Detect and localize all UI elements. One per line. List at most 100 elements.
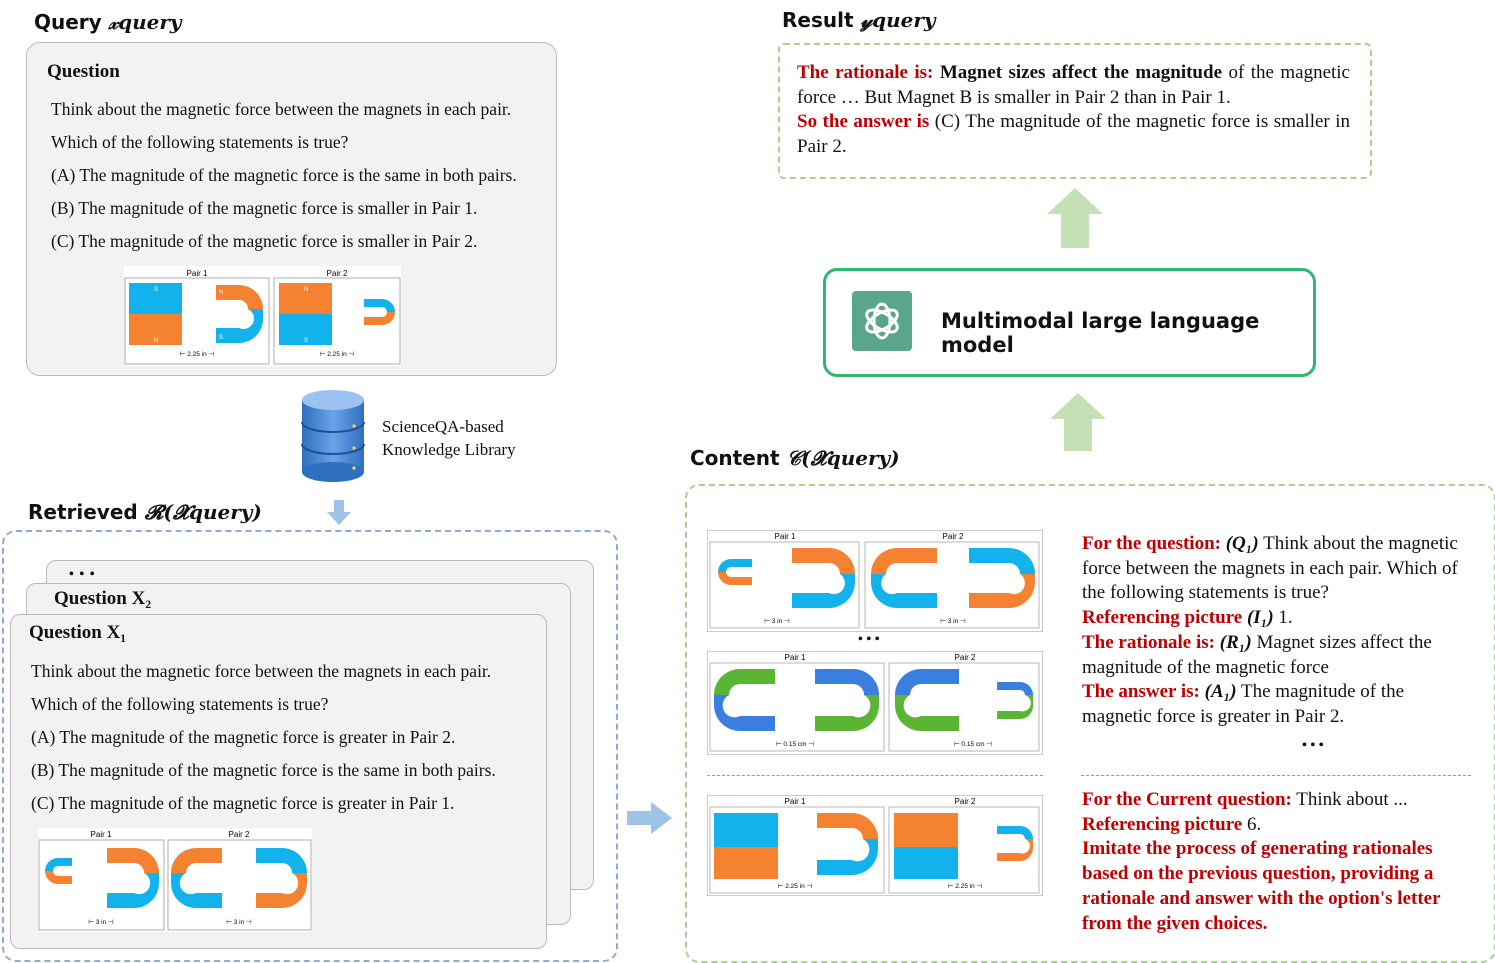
u-magnet bbox=[969, 574, 1035, 608]
down-arrow-icon bbox=[327, 500, 351, 525]
result-rationale-bold: Magnet sizes affect the magnitude bbox=[939, 62, 1222, 83]
retrieved-ellipsis: • • • bbox=[69, 567, 96, 582]
result-text: The rationale is: Magnet sizes affect th… bbox=[797, 61, 1350, 160]
fig-dist2: ⊢ 2.25 in ⊣ bbox=[320, 351, 355, 358]
u-magnet bbox=[364, 312, 395, 325]
content-ans-sym: (A₁) bbox=[1204, 681, 1237, 703]
query-title-text: Query bbox=[34, 10, 109, 34]
result-rationale-rest: of the magnetic force … But Magnet B is … bbox=[797, 62, 1350, 108]
content-figure-3: Pair 1 Pair 2 ⊢ 2.25 in ⊣ ⊢ 2.25 in ⊣ bbox=[707, 795, 1043, 896]
fig-pair2-label: Pair 2 bbox=[955, 653, 976, 662]
retrieved-line: (C) The magnitude of the magnetic force … bbox=[31, 793, 455, 813]
fig-pair2-label: Pair 2 bbox=[327, 269, 348, 278]
u-magnet bbox=[171, 848, 222, 873]
u-magnet bbox=[107, 848, 159, 873]
bar-magnet bbox=[129, 314, 182, 345]
u-magnet bbox=[895, 669, 959, 695]
u-magnet bbox=[817, 839, 878, 875]
content-rat-sym: (R₁) bbox=[1219, 631, 1252, 653]
result-box bbox=[778, 43, 1372, 179]
bar-magnet bbox=[714, 813, 778, 847]
model-box: Multimodal large language model bbox=[823, 268, 1316, 377]
fig-dist1: ⊢ 3 in ⊣ bbox=[88, 919, 114, 926]
content-ref-label: Referencing picture bbox=[1082, 607, 1243, 629]
database-icon bbox=[301, 390, 365, 482]
fig-dist2: ⊢ 2.25 in ⊣ bbox=[948, 883, 983, 890]
library-label: ScienceQA-based Knowledge Library bbox=[382, 415, 516, 461]
result-title-text: Result bbox=[782, 8, 861, 32]
content-rat-label: The rationale is: bbox=[1082, 631, 1215, 653]
query-line: Think about the magnetic force between t… bbox=[51, 99, 512, 119]
content-cur-ref-text: 6. bbox=[1246, 813, 1262, 835]
retrieved-line: (B) The magnitude of the magnetic force … bbox=[31, 760, 496, 780]
library-line1: ScienceQA-based bbox=[382, 417, 504, 436]
model-label: Multimodal large language model bbox=[941, 309, 1260, 357]
query-line: Which of the following statements is tru… bbox=[51, 132, 349, 152]
u-magnet bbox=[714, 695, 775, 731]
retrieved-card-1: Question X₁ Think about the magnetic for… bbox=[10, 614, 547, 949]
content-figure-2: Pair 1 Pair 2 ⊢ 0.15 cm ⊣ ⊢ 0.15 cm ⊣ bbox=[707, 651, 1043, 755]
result-answer-rest: (C) The magnitude of the magnetic force … bbox=[797, 111, 1351, 158]
magnet-pole-label: N bbox=[219, 290, 223, 296]
content-ans-text: The magnitude of the magnetic force is g… bbox=[1082, 681, 1405, 727]
content-cur-label: For the Current question: bbox=[1082, 789, 1292, 810]
content-title: Content 𝒞(𝓧query) bbox=[690, 446, 900, 470]
fig-dist2: ⊢ 3 in ⊣ bbox=[226, 919, 252, 926]
retrieved-container bbox=[2, 530, 618, 962]
retrieved-title: Retrieved 𝓡(𝓧query) bbox=[28, 500, 262, 524]
content-q-sym: (Q₁) bbox=[1225, 533, 1259, 554]
u-magnet bbox=[792, 548, 855, 574]
bar-magnet bbox=[279, 283, 332, 314]
content-current-text: For the Current question: Think about ..… bbox=[1082, 788, 1476, 936]
up-arrow-icon bbox=[1047, 188, 1103, 248]
u-magnet bbox=[792, 574, 855, 608]
right-arrow-icon bbox=[627, 802, 672, 834]
result-answer-label: So the answer is bbox=[797, 111, 930, 133]
fig-dist1: ⊢ 3 in ⊣ bbox=[764, 618, 790, 625]
library-line2: Knowledge Library bbox=[382, 440, 516, 459]
fig-dist2: ⊢ 0.15 cm ⊣ bbox=[954, 741, 992, 748]
u-magnet bbox=[45, 858, 72, 871]
u-magnet bbox=[895, 695, 959, 731]
fig-dist1: ⊢ 2.25 in ⊣ bbox=[778, 883, 813, 890]
u-magnet bbox=[364, 299, 395, 312]
query-question-text: Think about the magnetic force between t… bbox=[51, 93, 517, 258]
retrieved-question-text: Think about the magnetic force between t… bbox=[31, 655, 496, 820]
content-ans-label: The answer is: bbox=[1082, 681, 1200, 703]
result-title: Result 𝓎query bbox=[782, 8, 936, 32]
u-magnet bbox=[871, 574, 937, 608]
result-rationale-label: The rationale is: bbox=[797, 62, 934, 83]
u-magnet bbox=[815, 669, 879, 695]
retrieved-title-math: 𝓡(𝓧query) bbox=[144, 500, 262, 524]
bar-magnet bbox=[894, 847, 958, 879]
u-magnet bbox=[45, 871, 72, 884]
u-magnet bbox=[256, 848, 307, 873]
u-magnet bbox=[969, 548, 1035, 574]
content-ref-sym: (I₁) bbox=[1246, 607, 1274, 629]
u-magnet bbox=[714, 669, 775, 695]
content-divider-right bbox=[1081, 775, 1471, 776]
openai-logo-icon bbox=[852, 291, 912, 351]
u-magnet bbox=[815, 695, 879, 731]
retrieved-line: Think about the magnetic force between t… bbox=[31, 661, 492, 681]
bar-magnet bbox=[279, 314, 332, 345]
content-text-ellipsis: • • • bbox=[1302, 738, 1324, 753]
content-title-math: 𝒞(𝓧query) bbox=[786, 446, 900, 470]
retrieved-title-text: Retrieved bbox=[28, 500, 145, 524]
content-divider-left bbox=[707, 775, 1043, 776]
fig-dist1: ⊢ 0.15 cm ⊣ bbox=[776, 741, 814, 748]
query-line: (B) The magnitude of the magnetic force … bbox=[51, 198, 478, 218]
content-title-text: Content bbox=[690, 446, 787, 470]
u-magnet bbox=[718, 572, 752, 585]
content-imitate: Imitate the process of generating ration… bbox=[1082, 838, 1441, 934]
content-cur-ref-label: Referencing picture bbox=[1082, 813, 1243, 835]
fig-pair2-label: Pair 2 bbox=[229, 830, 250, 839]
u-magnet bbox=[997, 826, 1033, 839]
bar-magnet bbox=[714, 847, 778, 879]
fig-pair1-label: Pair 1 bbox=[775, 532, 796, 541]
u-magnet bbox=[997, 839, 1033, 861]
u-magnet bbox=[171, 873, 222, 908]
query-title: Query 𝓍query bbox=[34, 10, 182, 34]
query-card: Question Think about the magnetic force … bbox=[26, 42, 557, 376]
query-question-heading: Question bbox=[47, 61, 120, 82]
